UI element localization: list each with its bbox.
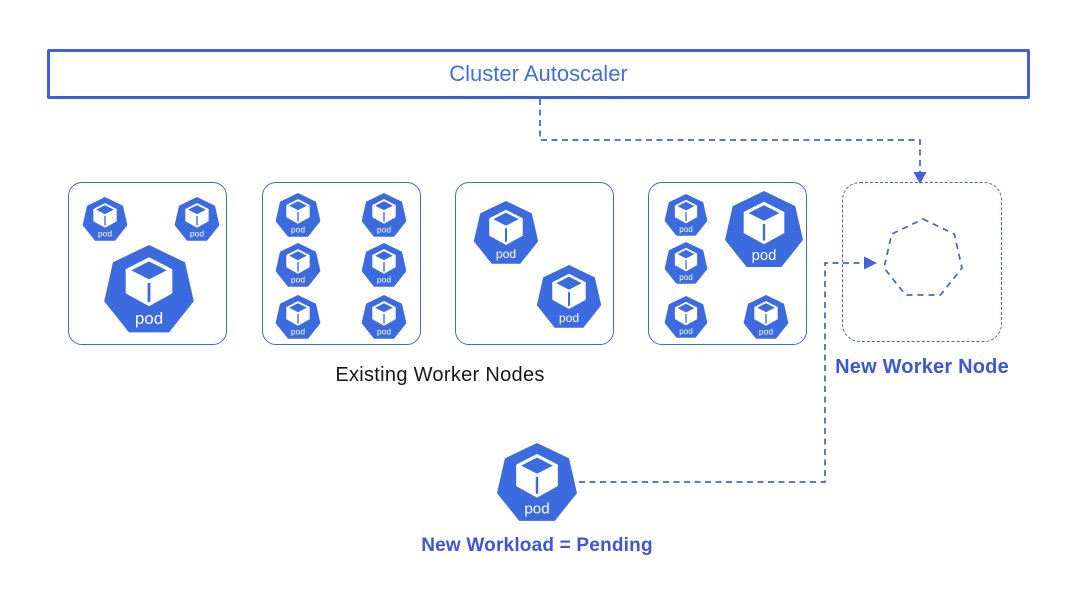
pod-icon: pod [361, 193, 407, 237]
pod-icon: pod [275, 295, 321, 339]
pending-pod-icon: pod [497, 443, 577, 521]
pod-icon: pod [104, 245, 194, 333]
pod-label: pod [98, 229, 112, 239]
pod-icon: pod [664, 194, 708, 236]
worker-node-2-pods: pod pod pod pod pod pod [275, 193, 407, 339]
worker-node-1-pods: pod pod pod [82, 197, 220, 333]
pod-label: pod [190, 229, 204, 239]
worker-node-1: pod pod pod [68, 182, 227, 345]
pod-label: pod [377, 225, 391, 235]
pod-label: pod [377, 327, 391, 337]
pod-icon: pod [473, 201, 539, 264]
pending-workload-label: New Workload = Pending [421, 535, 653, 556]
pod-icon: pod [275, 243, 321, 287]
pod-icon: pod [664, 296, 708, 338]
pod-icon: pod [361, 243, 407, 287]
pod-icon: pod [743, 295, 789, 339]
cluster-autoscaler-box: Cluster Autoscaler [47, 49, 1030, 99]
new-worker-node-label: New Worker Node [835, 356, 1009, 378]
pod-icon: pod [536, 265, 602, 328]
pod-icon: pod [275, 193, 321, 237]
pod-label: pod [759, 327, 773, 337]
pod-label: pod [377, 275, 391, 285]
pod-label: pod [559, 311, 579, 325]
pod-label: pod [496, 247, 516, 261]
pod-label: pod [291, 225, 305, 235]
pod-label: pod [679, 273, 693, 282]
pod-label: pod [291, 275, 305, 285]
pod-icon: pod [664, 242, 708, 284]
worker-node-3-pods: pod pod [473, 201, 602, 328]
pod-icon: pod [725, 191, 803, 267]
new-worker-node-box [842, 182, 1002, 342]
worker-node-3: pod pod [455, 182, 614, 345]
pod-label: pod [679, 327, 693, 336]
worker-node-4: pod pod pod pod pod [648, 182, 807, 345]
pod-icon: pod [361, 295, 407, 339]
worker-node-2: pod pod pod pod pod pod [262, 182, 421, 345]
placeholder-pod-outline-icon [883, 218, 963, 296]
existing-worker-nodes-caption: Existing Worker Nodes [335, 364, 545, 386]
pod-label: pod [524, 501, 549, 518]
pod-label: pod [135, 309, 163, 328]
pod-label: pod [291, 327, 305, 337]
pod-label: pod [679, 225, 693, 234]
pod-icon: pod [497, 443, 577, 521]
worker-node-4-pods: pod pod pod pod pod [664, 191, 803, 339]
cluster-autoscaler-title: Cluster Autoscaler [449, 61, 628, 86]
pod-icon: pod [82, 197, 128, 241]
pod-icon: pod [174, 197, 220, 241]
autoscaler-to-newnode-connector [539, 99, 921, 174]
pod-label: pod [752, 248, 777, 264]
